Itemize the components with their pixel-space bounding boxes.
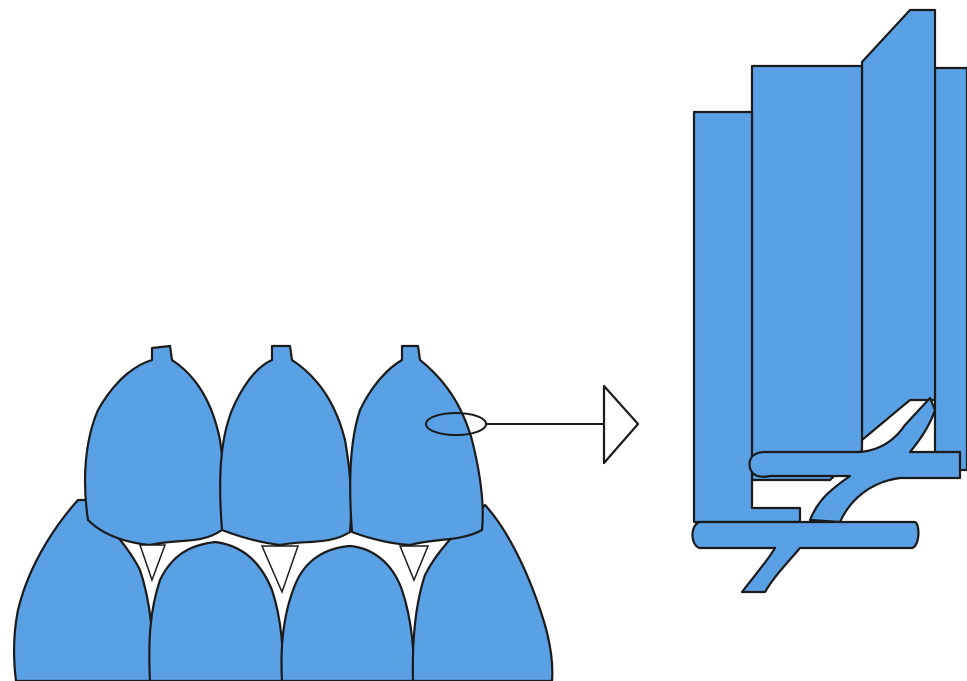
junction-upper bbox=[748, 396, 962, 524]
cell-top-2 bbox=[219, 344, 353, 547]
cell-gap-3 bbox=[398, 545, 430, 582]
cell-bottom-4 bbox=[411, 503, 554, 681]
panel-hatched-front bbox=[692, 110, 802, 524]
cell-bottom-3 bbox=[280, 544, 415, 681]
cell-top-3 bbox=[348, 344, 484, 547]
wall-cross-section-icon bbox=[691, 8, 967, 594]
cell-top-1 bbox=[83, 344, 226, 547]
junction-lower bbox=[691, 520, 920, 594]
panel-hatched-middle bbox=[750, 64, 864, 482]
cell-gap-1 bbox=[138, 544, 167, 583]
cell-bottom-2 bbox=[148, 540, 284, 681]
cell-cluster-icon bbox=[12, 344, 554, 681]
arrow-right-icon bbox=[486, 384, 640, 465]
cell-bottom-1 bbox=[12, 498, 154, 681]
flange-vertical bbox=[860, 8, 937, 442]
cell-gap-2 bbox=[260, 545, 300, 595]
panel-back-right bbox=[933, 66, 967, 472]
